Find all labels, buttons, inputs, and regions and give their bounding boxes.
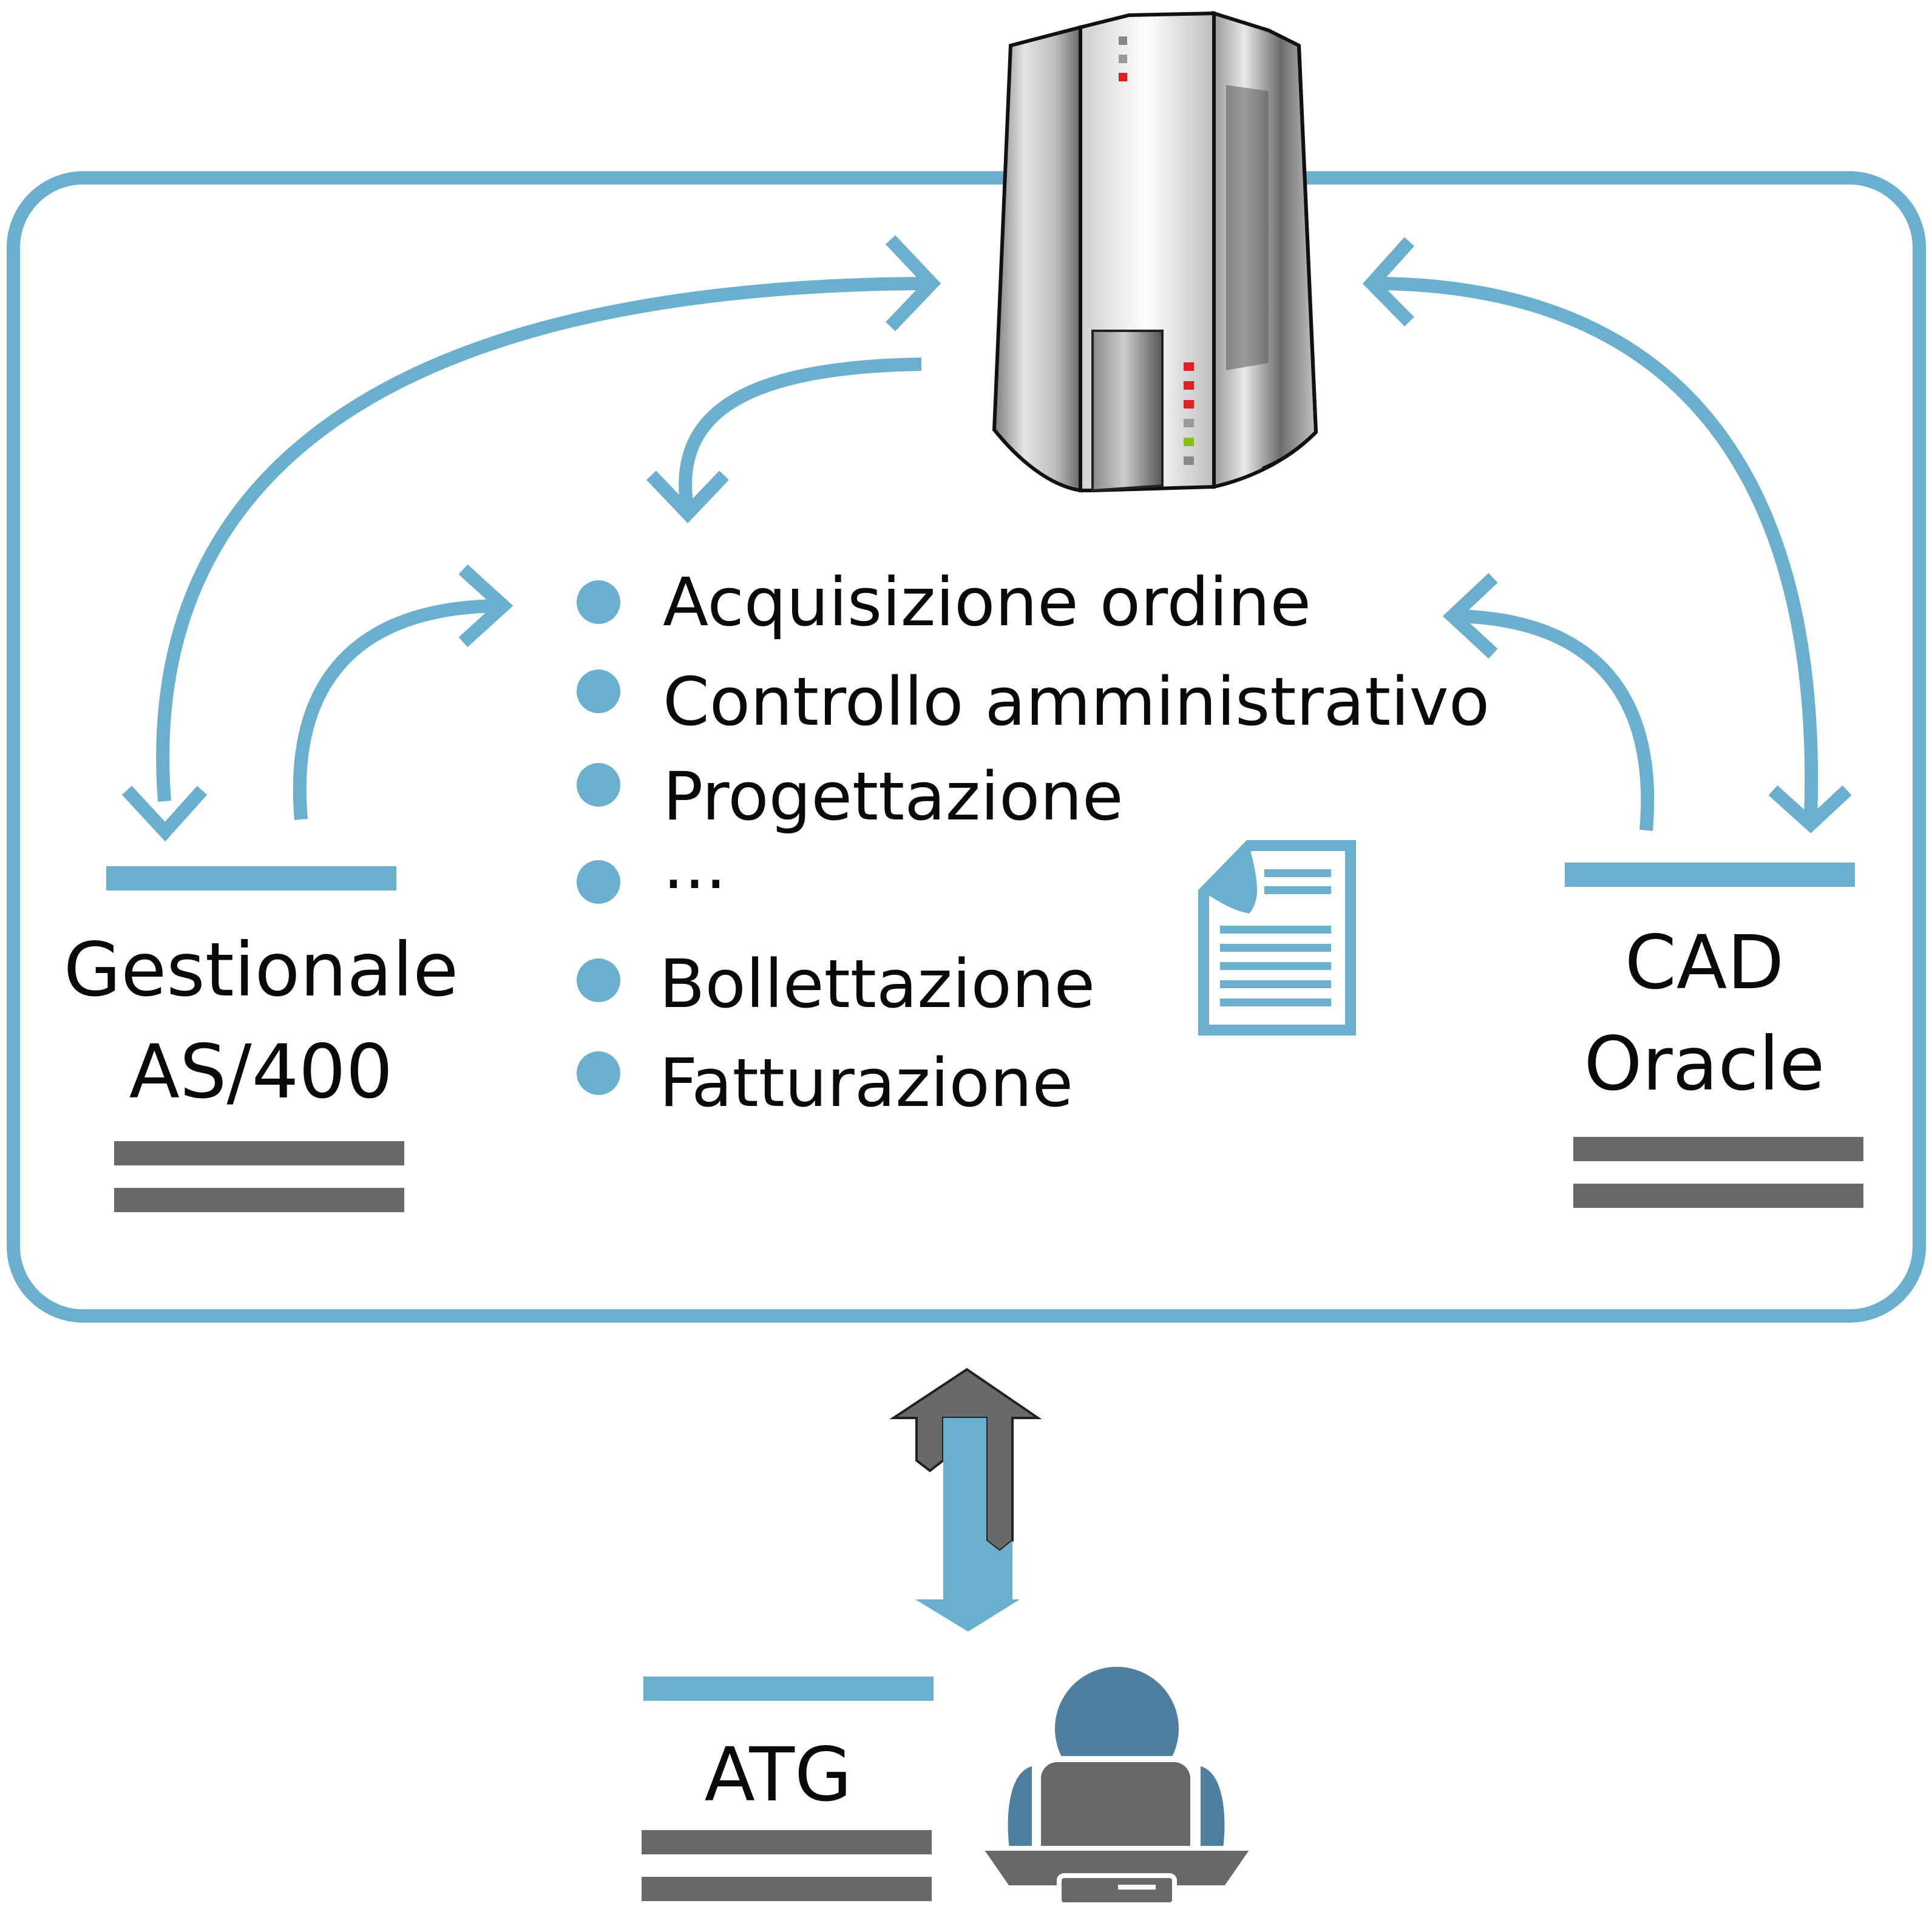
system-bottom-bar (642, 1830, 932, 1854)
arrow-server-cad (1374, 277, 1818, 819)
user-at-computer-icon (975, 1667, 1258, 1907)
system-bottom-bar (642, 1877, 932, 1901)
process-step: Bollettazione (659, 945, 1095, 1023)
bullet-icon (577, 670, 620, 713)
process-step: Progettazione (663, 758, 1124, 835)
bullet-icon (577, 580, 620, 624)
arrowhead-left (1362, 237, 1415, 327)
arrowhead-down (121, 785, 208, 842)
system-top-bar (106, 866, 396, 890)
system-name: CAD (1625, 920, 1785, 1006)
arrowhead-right (886, 235, 941, 331)
system-subname: AS/400 (129, 1029, 393, 1115)
arrow-gestionale-process (293, 599, 498, 820)
process-step: Acquisizione ordine (663, 563, 1311, 641)
server-tower-icon (992, 10, 1318, 493)
system-boundary-frame (7, 171, 1926, 1323)
process-step: Controllo amministrativo (663, 663, 1490, 741)
system-top-bar (1565, 863, 1855, 887)
process-step: ... (663, 826, 727, 904)
bullet-icon (577, 958, 620, 1002)
arrowhead-down (1768, 785, 1852, 833)
arrowhead-down (646, 470, 729, 523)
system-bottom-bar (1573, 1184, 1863, 1208)
system-name: Gestionale (64, 927, 459, 1013)
system-subname: Oracle (1584, 1021, 1825, 1107)
system-atg: ATG (642, 1677, 934, 1901)
bullet-icon (577, 860, 620, 904)
arrowhead-left (1442, 572, 1498, 659)
system-name: ATG (704, 1732, 852, 1818)
bullet-icon (577, 763, 620, 807)
system-bottom-bar (114, 1141, 404, 1165)
bullet-icon (577, 1051, 620, 1095)
system-gestionale: Gestionale AS/400 (64, 866, 459, 1212)
process-step: Fatturazione (659, 1044, 1073, 1122)
arrow-server-gestionale (156, 277, 926, 802)
system-cad: CAD Oracle (1565, 863, 1863, 1208)
document-icon (1198, 840, 1356, 1036)
process-steps-list: Acquisizione ordine Controllo amministra… (577, 563, 1490, 1122)
system-bottom-bar (1573, 1137, 1863, 1161)
arrowhead-right (458, 564, 514, 648)
system-top-bar (643, 1677, 934, 1701)
downward-arrow (915, 1418, 1020, 1632)
connector-arrows (121, 235, 1852, 842)
bidirectional-arrow-icon (889, 1368, 1042, 1632)
arrow-cad-process (1456, 609, 1655, 831)
system-bottom-bar (114, 1188, 404, 1212)
arrow-server-process (679, 358, 922, 508)
